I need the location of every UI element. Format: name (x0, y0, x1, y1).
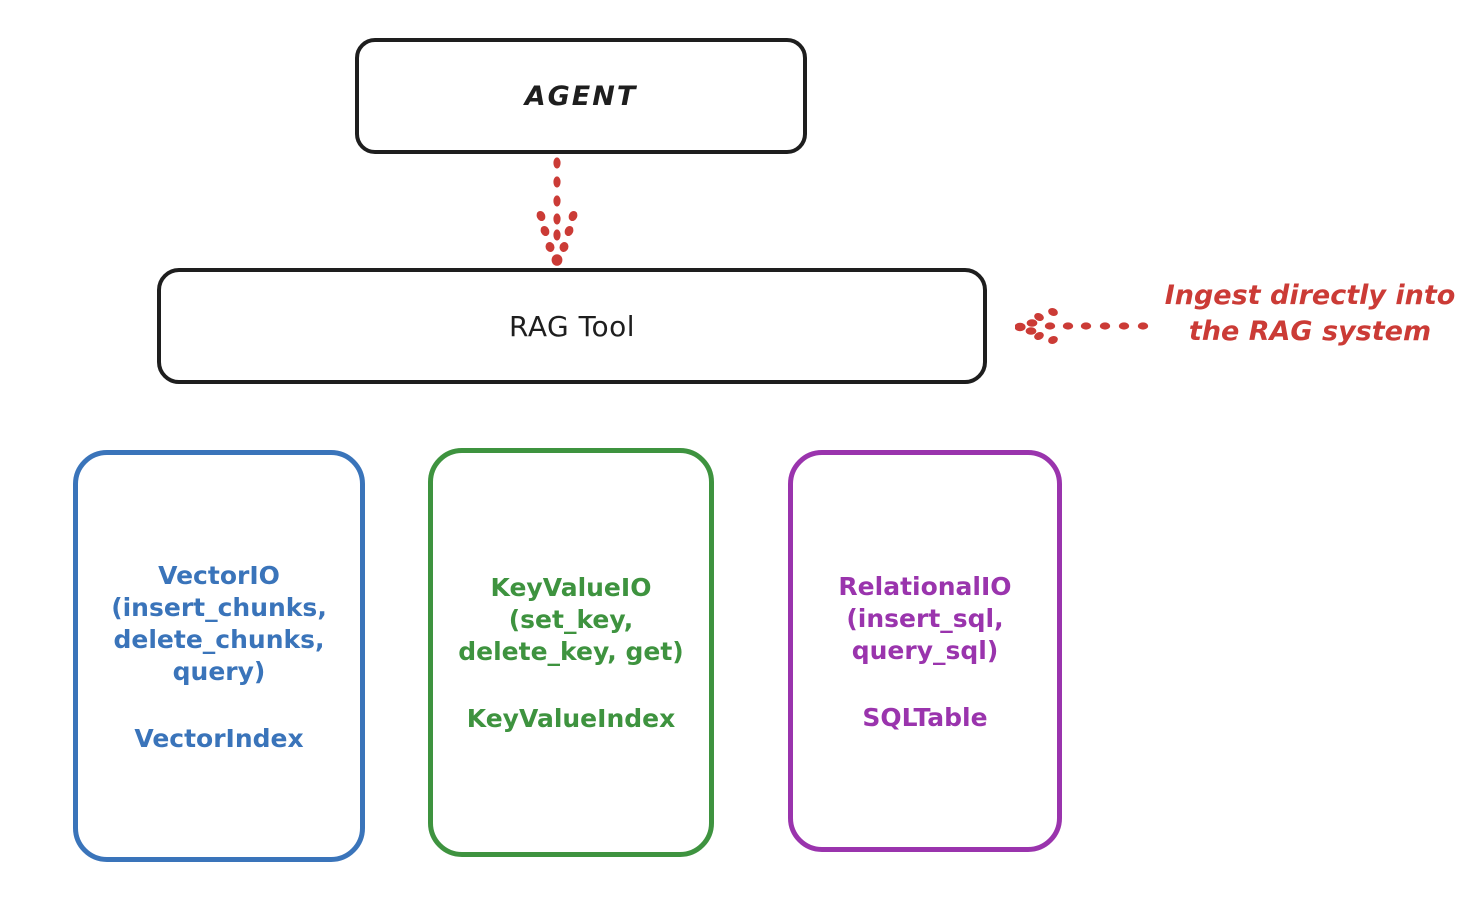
node-rag-tool-label: RAG Tool (509, 309, 635, 343)
node-vector-io[interactable]: VectorIO (insert_chunks, delete_chunks, … (73, 450, 365, 862)
node-vector-io-signature: VectorIO (insert_chunks, delete_chunks, … (111, 560, 327, 686)
connector-agent-to-rag-tool-arrow (536, 157, 578, 266)
node-agent[interactable]: AGENT (355, 38, 807, 154)
node-rag-tool[interactable]: RAG Tool (157, 268, 987, 384)
node-agent-label: AGENT (524, 80, 638, 112)
node-key-value-io[interactable]: KeyValueIO (set_key, delete_key, get) Ke… (428, 448, 714, 857)
node-key-value-io-signature: KeyValueIO (set_key, delete_key, get) (458, 573, 684, 666)
node-relational-io[interactable]: RelationalIO (insert_sql, query_sql) SQL… (788, 450, 1062, 852)
node-relational-io-signature: RelationalIO (insert_sql, query_sql) (838, 571, 1012, 665)
annotation-ingest: Ingest directly into the RAG system (1164, 280, 1456, 347)
node-vector-io-index: VectorIndex (134, 723, 304, 753)
node-relational-io-index: SQLTable (862, 702, 988, 732)
connector-ingest-to-rag-tool-arrow (1015, 308, 1149, 344)
node-key-value-io-index: KeyValueIndex (466, 704, 676, 733)
